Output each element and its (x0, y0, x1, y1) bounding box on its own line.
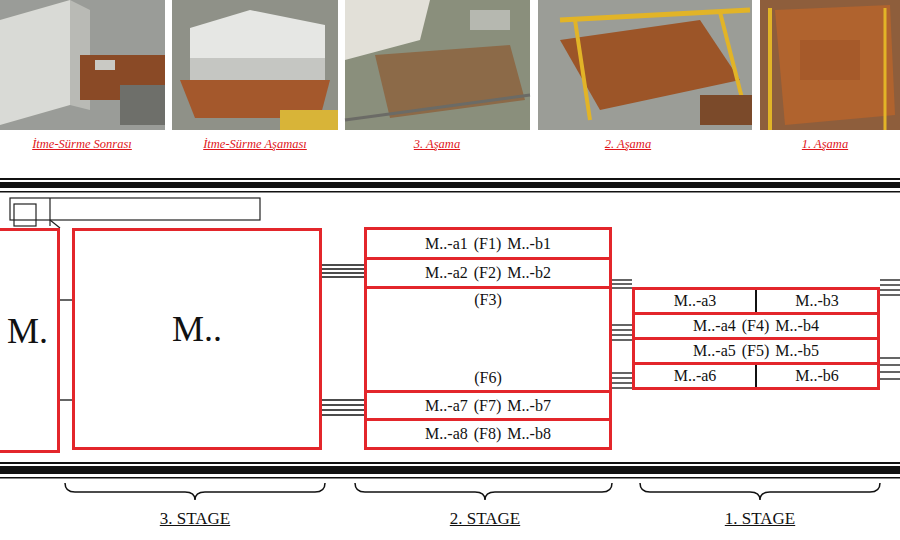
stage-brace (65, 483, 880, 500)
plate-row: M..-a7 (F7) M..-b7 (364, 390, 612, 421)
plate-label: M..-a3 (674, 292, 717, 310)
photo-caption: İtme-Sürme Aşaması (203, 137, 307, 152)
plate-row: (F3) (F6) (364, 286, 612, 393)
plate-label: (F7) (474, 397, 502, 415)
plate-row: M..-a1 (F1) M..-b1 (364, 227, 612, 260)
plan-lines (0, 178, 900, 479)
plate-label: M..-a5 (693, 342, 736, 360)
stage-block: M. (0, 228, 60, 453)
site-photo (760, 0, 900, 130)
plate-label: M..-b3 (795, 292, 839, 310)
stage-block: M.. (72, 228, 322, 450)
site-photo (345, 0, 530, 130)
site-photo (538, 0, 752, 130)
plate-label: (F5) (742, 342, 770, 360)
plate-row: M..-a2 (F2) M..-b2 (364, 257, 612, 289)
plate-row: M..-a6 M..-b6 (632, 362, 880, 390)
plate-label: M..-b2 (507, 264, 551, 282)
stage-label: 2. STAGE (450, 509, 520, 529)
plate-label: (F8) (474, 425, 502, 443)
plate-label: M..-a8 (425, 425, 468, 443)
plate-label: M..-b5 (775, 342, 819, 360)
photo-caption: İtme-Sürme Sonrası (32, 137, 132, 152)
plate-label: (F1) (474, 235, 502, 253)
plate-label: (F4) (742, 317, 770, 335)
plate-label: M. (7, 310, 48, 352)
plate-row: M..-a4 (F4) M..-b4 (632, 312, 880, 340)
building-outline (10, 198, 260, 228)
site-photo (172, 0, 338, 130)
plate-cell: M..-a3 (635, 290, 755, 312)
plate-label: M..-b7 (507, 397, 551, 415)
photo-caption: 3. Aşama (414, 137, 460, 152)
plate-cell: M..-a6 (635, 365, 755, 387)
plate-row: M..-a3 M..-b3 (632, 287, 880, 315)
site-photo (0, 0, 165, 130)
plate-label: M..-a6 (674, 367, 717, 385)
photo-caption: 2. Aşama (605, 137, 651, 152)
stage-label: 3. STAGE (160, 509, 230, 529)
plate-label: M..-a4 (693, 317, 736, 335)
plate-label: M.. (172, 308, 222, 350)
plate-label: M..-b4 (775, 317, 819, 335)
plate-cell: M..-b3 (755, 290, 877, 312)
plate-label: (F3) (474, 291, 502, 309)
plate-row: M..-a5 (F5) M..-b5 (632, 337, 880, 365)
plate-row: M..-a8 (F8) M..-b8 (364, 418, 612, 450)
plate-label: M..-a7 (425, 397, 468, 415)
plate-label: M..-b6 (795, 367, 839, 385)
plate-label: (F2) (474, 264, 502, 282)
photo-caption: 1. Aşama (802, 137, 848, 152)
plate-label: M..-a1 (425, 235, 468, 253)
plate-label: (F6) (474, 369, 502, 387)
plate-label: M..-b1 (507, 235, 551, 253)
plate-cell: M..-b6 (755, 365, 877, 387)
plate-label: M..-a2 (425, 264, 468, 282)
plate-label: M..-b8 (507, 425, 551, 443)
stage-label: 1. STAGE (725, 509, 795, 529)
